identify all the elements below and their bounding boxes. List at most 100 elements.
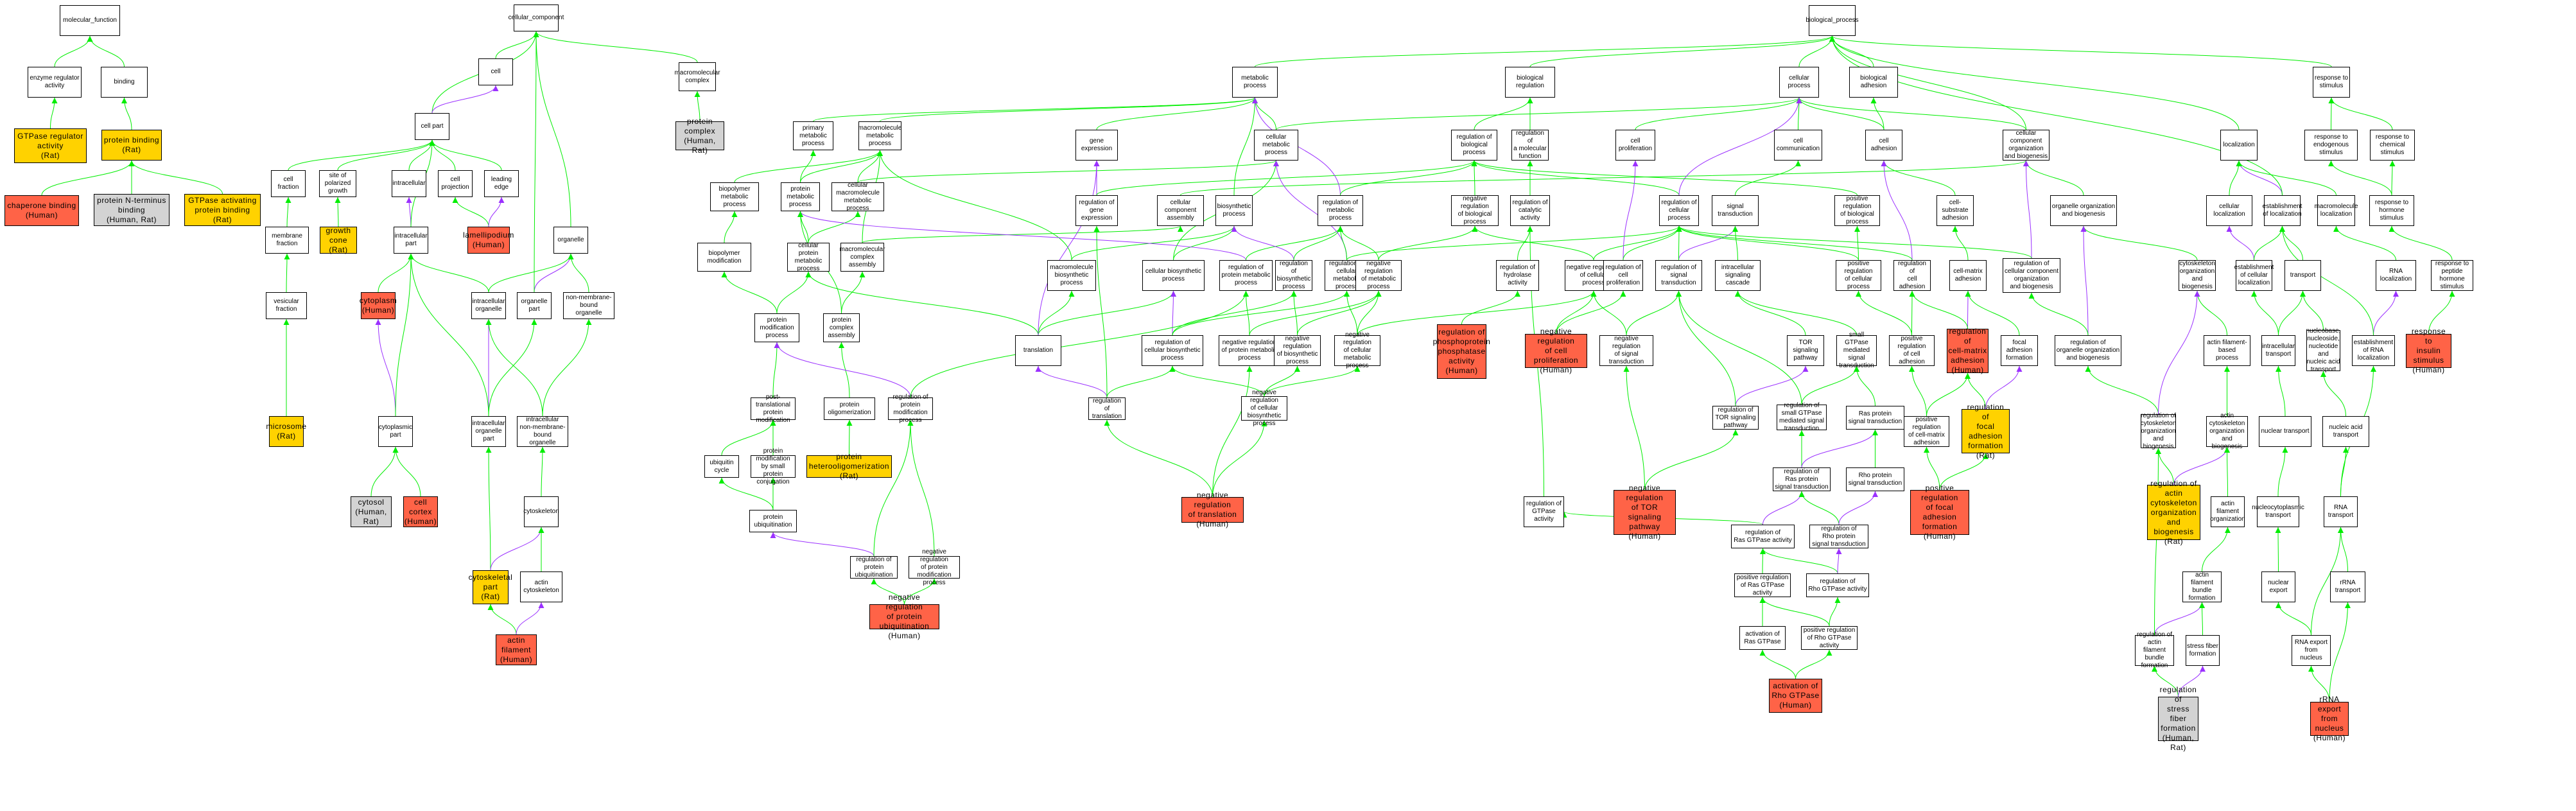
go-term-node[interactable]: TOR signaling pathway	[1787, 335, 1824, 366]
go-term-node[interactable]: protein ubiquitination	[749, 510, 797, 532]
go-term-node[interactable]: intracellular organelle	[471, 292, 506, 319]
go-term-node[interactable]: regulation of translation	[1088, 397, 1126, 420]
human-term-node[interactable]: negative regulation of cell proliferatio…	[1525, 327, 1587, 374]
go-term-node[interactable]: regulation of cytoskeleton organization …	[2140, 412, 2177, 450]
human-term-node[interactable]: lamellipodium (Human)	[463, 227, 514, 254]
go-term-node[interactable]: non-membrane-bound organelle	[563, 292, 614, 319]
go-term-node[interactable]: primary metabolic process	[793, 121, 833, 150]
go-term-node[interactable]: cellular_component	[509, 4, 564, 31]
human-term-node[interactable]: actin filament (Human)	[496, 634, 537, 665]
go-term-node[interactable]: regulation of hydrolase activity	[1496, 260, 1539, 291]
go-term-node[interactable]: negative regulation of signal transducti…	[1599, 335, 1653, 366]
go-term-node[interactable]: macromolecule metabolic process	[858, 121, 901, 150]
rat-term-node[interactable]: regulation of focal adhesion formation (…	[1962, 403, 2010, 460]
go-term-node[interactable]: regulation of cell adhesion	[1893, 260, 1931, 291]
go-term-node[interactable]: rRNA transport	[2330, 571, 2365, 602]
rat-term-node[interactable]: regulation of actin cytoskeleton organiz…	[2147, 479, 2200, 546]
rat-term-node[interactable]: protein heterooligomerization (Rat)	[806, 452, 892, 480]
go-term-node[interactable]: regulation of cellular process	[1659, 195, 1699, 226]
go-term-node[interactable]: negative regulation of biological proces…	[1451, 195, 1499, 226]
go-term-node[interactable]: biopolymer modification	[697, 243, 751, 272]
shared-term-node[interactable]: cytosol (Human, Rat)	[351, 496, 392, 527]
go-term-node[interactable]: gene expression	[1075, 130, 1118, 161]
go-term-node[interactable]: negative regulation of metabolic process	[1355, 260, 1402, 291]
go-term-node[interactable]: nuclear export	[2261, 571, 2295, 602]
go-term-node[interactable]: actin filament bundle formation	[2182, 571, 2222, 602]
go-term-node[interactable]: membrane fraction	[265, 227, 309, 254]
human-term-node[interactable]: rRNA export from nucleus (Human)	[2310, 695, 2349, 742]
go-term-node[interactable]: response to stimulus	[2313, 67, 2350, 98]
rat-term-node[interactable]: GTPase regulator activity (Rat)	[14, 128, 87, 163]
human-term-node[interactable]: chaperone binding (Human)	[4, 195, 79, 226]
go-term-node[interactable]: molecular_function	[60, 5, 120, 36]
go-term-node[interactable]: RNA export from nucleus	[2292, 635, 2331, 666]
go-term-node[interactable]: intracellular	[392, 170, 426, 197]
go-term-node[interactable]: cellular metabolic process	[1254, 130, 1298, 161]
human-term-node[interactable]: regulation of cell-matrix adhesion (Huma…	[1947, 327, 1989, 374]
go-term-node[interactable]: negative regulation of cellular biosynth…	[1241, 389, 1287, 427]
go-term-node[interactable]: negative regulation of protein metabolic…	[1219, 335, 1280, 366]
rat-term-node[interactable]: GTPase activating protein binding (Rat)	[184, 194, 261, 226]
go-term-node[interactable]: protein modification process	[754, 313, 799, 342]
go-term-node[interactable]: nuclear transport	[2259, 416, 2311, 447]
go-term-node[interactable]: establishment of localization	[2263, 195, 2302, 226]
go-term-node[interactable]: positive regulation of Rho GTPase activi…	[1801, 626, 1858, 650]
go-term-node[interactable]: regulation of protein ubiquitination	[850, 556, 898, 579]
go-term-node[interactable]: response to chemical stimulus	[2370, 130, 2415, 161]
go-term-node[interactable]: regulation of Ras protein signal transdu…	[1773, 467, 1831, 491]
go-term-node[interactable]: RNA transport	[2324, 496, 2358, 527]
go-term-node[interactable]: nucleic acid transport	[2322, 416, 2369, 447]
go-term-node[interactable]: establishment of cellular localization	[2234, 260, 2274, 291]
go-term-node[interactable]: protein complex assembly	[823, 313, 860, 342]
go-term-node[interactable]: Rho protein signal transduction	[1846, 467, 1904, 491]
go-term-node[interactable]: negative regulation of cellular metaboli…	[1334, 331, 1380, 369]
go-term-node[interactable]: macromolecule biosynthetic process	[1047, 260, 1096, 291]
go-term-node[interactable]: transport	[2284, 260, 2321, 291]
go-term-node[interactable]: biological adhesion	[1849, 67, 1898, 98]
rat-term-node[interactable]: cytoskeletal part (Rat)	[469, 570, 512, 604]
human-term-node[interactable]: positive regulation of focal adhesion fo…	[1910, 484, 1969, 541]
go-term-node[interactable]: regulation of Ras GTPase activity	[1731, 525, 1795, 548]
go-term-node[interactable]: intracellular part	[394, 227, 428, 254]
go-term-node[interactable]: enzyme regulator activity	[28, 67, 82, 98]
go-term-node[interactable]: biological_process	[1806, 5, 1859, 36]
go-term-node[interactable]: cell part	[415, 113, 449, 140]
go-term-node[interactable]: regulation of signal transduction	[1655, 260, 1702, 291]
go-term-node[interactable]: nucleocytoplasmic transport	[2252, 496, 2304, 527]
go-term-node[interactable]: cell communication	[1774, 130, 1822, 161]
rat-term-node[interactable]: protein binding (Rat)	[101, 130, 162, 161]
go-term-node[interactable]: protein metabolic process	[781, 182, 820, 211]
go-term-node[interactable]: regulation of small GTPase mediated sign…	[1777, 402, 1827, 432]
rat-term-node[interactable]: growth cone (Rat)	[320, 226, 357, 254]
go-term-node[interactable]: positive regulation of cell adhesion	[1889, 335, 1935, 366]
go-term-node[interactable]: regulation of biosynthetic process	[1275, 260, 1312, 291]
go-term-node[interactable]: regulation of gene expression	[1075, 195, 1118, 226]
human-term-node[interactable]: regulation of phosphoprotein phosphatase…	[1433, 324, 1490, 379]
go-term-node[interactable]: positive regulation of cell-matrix adhes…	[1904, 416, 1949, 447]
go-term-node[interactable]: biopolymer metabolic process	[710, 182, 759, 211]
go-term-node[interactable]: biological regulation	[1505, 67, 1555, 98]
go-term-node[interactable]: cellular macromolecule metabolic process	[831, 182, 884, 212]
go-term-node[interactable]: cytoskeleton organization and biogenesis	[2179, 260, 2216, 291]
go-term-node[interactable]: actin filament-based process	[2204, 335, 2250, 366]
human-term-node[interactable]: negative regulation of TOR signaling pat…	[1614, 484, 1676, 541]
go-term-node[interactable]: regulation of GTPase activity	[1524, 496, 1564, 527]
go-term-node[interactable]: metabolic process	[1232, 67, 1278, 98]
go-term-node[interactable]: cellular process	[1779, 67, 1819, 98]
go-term-node[interactable]: ubiquitin cycle	[704, 455, 739, 478]
go-term-node[interactable]: regulation of cellular component organiz…	[2003, 258, 2060, 293]
go-term-node[interactable]: stress fiber formation	[2186, 635, 2220, 666]
go-term-node[interactable]: cellular protein metabolic process	[787, 242, 830, 272]
go-term-node[interactable]: cell proliferation	[1615, 130, 1655, 161]
go-term-node[interactable]: translation	[1015, 335, 1061, 366]
go-term-node[interactable]: cell adhesion	[1865, 130, 1902, 161]
go-term-node[interactable]: macromolecular complex assembly	[839, 243, 885, 272]
go-term-node[interactable]: protein oligomerization	[824, 397, 875, 420]
go-term-node[interactable]: response to hormone stimulus	[2369, 195, 2414, 226]
go-term-node[interactable]: regulation of cellular biosynthetic proc…	[1142, 335, 1203, 366]
go-term-node[interactable]: intracellular non-membrane-bound organel…	[517, 416, 568, 447]
go-term-node[interactable]: cellular biosynthetic process	[1142, 260, 1205, 291]
go-term-node[interactable]: organelle	[553, 227, 588, 254]
shared-term-node[interactable]: regulation of stress fiber formation (Hu…	[2158, 685, 2198, 752]
go-term-node[interactable]: regulation of Rho GTPase activity	[1806, 573, 1869, 597]
